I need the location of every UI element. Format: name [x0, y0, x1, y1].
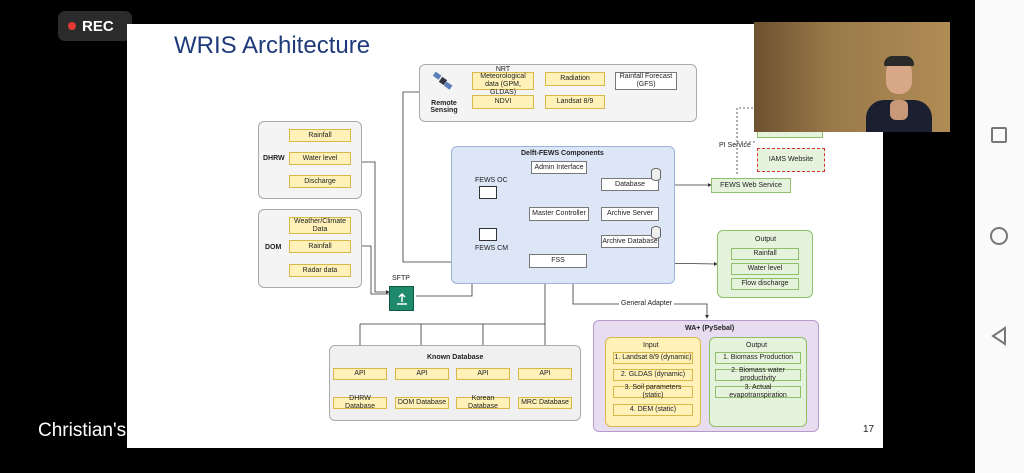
api-box-1: API [333, 368, 387, 380]
speaker-name-label: Christian's [38, 420, 127, 441]
wa-output-2: 2. Biomass water productivity [715, 367, 801, 382]
recording-label: REC [82, 17, 114, 35]
dom-rainfall-box: Rainfall [289, 240, 351, 253]
rs-radiation-box: Radiation [545, 72, 605, 86]
recents-square-icon[interactable] [988, 124, 1010, 146]
output-waterlevel-box: Water level [731, 263, 799, 275]
home-circle-icon[interactable] [988, 225, 1010, 247]
fews-web-service-box: FEWS Web Service [711, 178, 791, 193]
iams-website-box: IAMS Website [757, 148, 825, 172]
dhrw-rainfall-box: Rainfall [289, 129, 351, 142]
dom-weather-box: Weather/Climate Data [289, 217, 351, 234]
recording-indicator: REC [58, 11, 132, 41]
back-triangle-icon[interactable] [988, 325, 1010, 347]
admin-interface-box: Admin Interface [531, 161, 587, 174]
record-dot-icon [68, 22, 76, 30]
known-database-title: Known Database [427, 354, 484, 361]
archive-server-box: Archive Server [601, 207, 659, 221]
api-box-4: API [518, 368, 572, 380]
archive-database-box: Archive Database [601, 235, 659, 248]
wa-input-3: 3. Soil parameters (static) [613, 384, 693, 399]
general-adapter-label: General Adapter [619, 300, 674, 307]
api-box-2: API [395, 368, 449, 380]
dom-radar-box: Radar data [289, 264, 351, 277]
pi-service-label: PI Service [719, 142, 751, 149]
archive-db-cylinder-icon [651, 226, 661, 239]
database-box: Database [601, 178, 659, 191]
dhrw-discharge-box: Discharge [289, 175, 351, 188]
dhrw-label: DHRW [263, 155, 285, 162]
wa-title: WA+ (PySebal) [685, 325, 735, 332]
sftp-label: SFTP [392, 275, 410, 282]
rs-landsat-box: Landsat 8/9 [545, 95, 605, 109]
screen-share-view: REC WRIS Architecture [38, 11, 950, 448]
sftp-upload-icon [389, 286, 414, 311]
wa-output-1: 1. Biomass Production [715, 352, 801, 364]
rs-gfs-box: Rainfall Forecast (GFS) [615, 72, 677, 90]
fss-box: FSS [529, 254, 587, 268]
output-rainfall-box: Rainfall [731, 248, 799, 260]
wa-input-1: 1. Landsat 8/9 (dynamic) [613, 352, 693, 364]
output-flow-box: Flow discharge [731, 278, 799, 290]
satellite-icon [431, 70, 455, 92]
database-cylinder-icon [651, 168, 661, 181]
fews-cm-monitor-icon [479, 228, 497, 241]
dom-label: DOM [265, 244, 282, 251]
dhrw-database-box: DHRW Database [333, 395, 387, 410]
wa-output-title: Output [746, 342, 768, 349]
master-controller-box: Master Controller [529, 207, 589, 221]
fews-title: Delft-FEWS Components [521, 150, 604, 157]
slide-page-number: 17 [863, 424, 875, 435]
mrc-database-box: MRC Database [518, 397, 572, 409]
fews-oc-monitor-icon [479, 186, 497, 199]
wa-input-2: 2. GLDAS (dynamic) [613, 369, 693, 381]
korean-database-box: Korean Database [456, 395, 510, 410]
fews-oc-label: FEWS OC [475, 177, 508, 184]
wa-output-3: 3. Actual evapotranspiration [715, 384, 801, 399]
dom-database-box: DOM Database [395, 397, 449, 409]
remote-sensing-label: Remote Sensing [430, 100, 458, 114]
rs-nrt-box: NRT Meteorological data (GPM, GLDAS) [472, 66, 534, 96]
api-box-3: API [456, 368, 510, 380]
presenter-video-thumbnail[interactable] [754, 22, 950, 132]
rs-ndvi-box: NDVI [472, 95, 534, 109]
dhrw-waterlevel-box: Water level [289, 152, 351, 165]
output-title: Output [755, 236, 777, 243]
wa-input-title: Input [643, 342, 659, 349]
android-navigation-bar [975, 0, 1024, 473]
fews-cm-label: FEWS CM [475, 245, 509, 252]
slide-title: WRIS Architecture [174, 32, 371, 59]
wa-input-4: 4. DEM (static) [613, 404, 693, 416]
